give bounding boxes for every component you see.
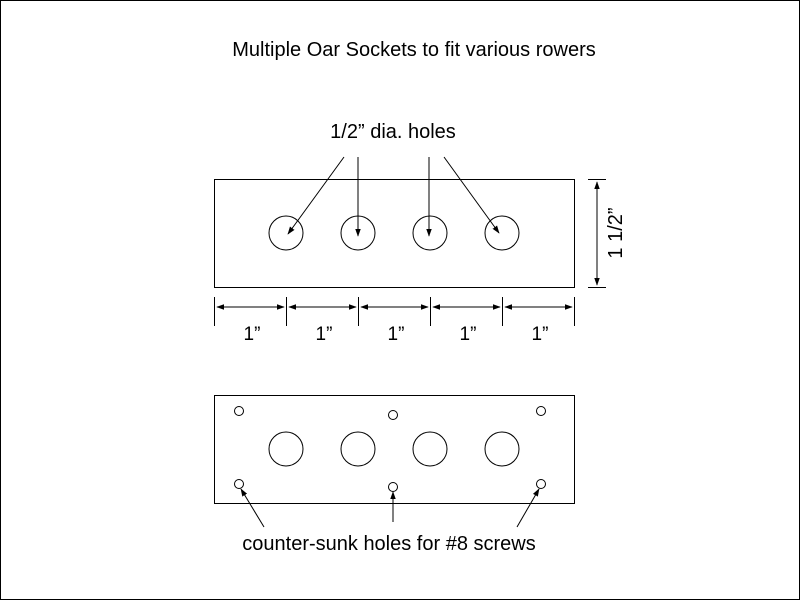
spacing-label-5: 1” <box>532 324 549 345</box>
screw-hole-top-left <box>234 406 244 416</box>
leader-arrow-1 <box>287 156 345 235</box>
screws-label: counter-sunk holes for #8 screws <box>242 533 535 555</box>
bottom-oar-hole-2 <box>340 431 376 467</box>
spacing-label-4: 1” <box>460 324 477 345</box>
oar-hole-3 <box>412 215 448 251</box>
height-dimension: 1 1/2” <box>588 179 627 288</box>
leader-arrow-4 <box>443 156 500 234</box>
spacing-dimensions: 1” 1” 1” 1” 1” <box>214 297 575 345</box>
height-label: 1 1/2” <box>605 207 627 258</box>
screw-holes <box>234 406 546 492</box>
bottom-oar-holes <box>268 431 520 467</box>
bottom-oar-hole-3 <box>412 431 448 467</box>
bottom-oar-hole-4 <box>484 431 520 467</box>
top-block <box>214 179 575 288</box>
holes-label: 1/2” dia. holes <box>330 121 456 143</box>
screw-hole-bottom-center <box>388 482 398 492</box>
bottom-oar-hole-1 <box>268 431 304 467</box>
oar-hole-1 <box>268 215 304 251</box>
screw-hole-top-center <box>388 410 398 420</box>
screw-hole-bottom-left <box>234 479 244 489</box>
screw-hole-bottom-right <box>536 479 546 489</box>
diagram-title: Multiple Oar Sockets to fit various rowe… <box>232 39 595 61</box>
spacing-label-2: 1” <box>316 324 333 345</box>
screw-leader-1 <box>240 488 265 528</box>
screw-hole-top-right <box>536 406 546 416</box>
bottom-block <box>214 395 575 504</box>
spacing-label-3: 1” <box>388 324 405 345</box>
holes-leaders <box>287 156 500 237</box>
top-holes <box>268 215 520 251</box>
screws-leaders <box>240 488 540 528</box>
screw-leader-3 <box>516 488 540 528</box>
oar-hole-4 <box>484 215 520 251</box>
spacing-label-1: 1” <box>244 324 261 345</box>
